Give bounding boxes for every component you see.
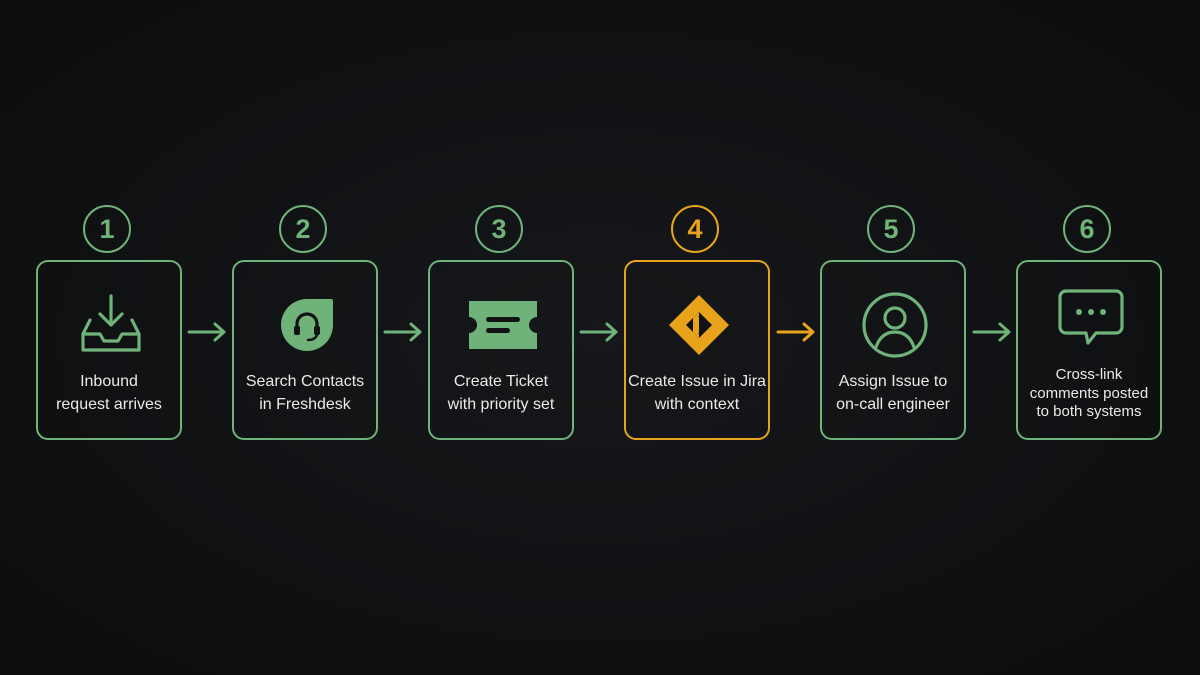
step-label: Inbound request arrives	[56, 373, 162, 413]
arrow-right-icon	[383, 322, 422, 342]
step-card: Assign Issue to on-call engineer	[820, 260, 966, 440]
step-number-badge: 1	[83, 205, 131, 253]
arrow-right-icon	[187, 322, 226, 342]
step-card: Search Contacts in Freshdesk	[232, 260, 378, 440]
jira-icon	[662, 288, 736, 362]
arrow-right-icon	[776, 322, 815, 342]
step-label: Create Ticket with priority set	[447, 373, 555, 413]
step-label: Create Issue in Jira with context	[628, 373, 766, 413]
step-number-badge: 3	[475, 205, 523, 253]
step-label: Assign Issue to on-call engineer	[836, 373, 950, 413]
step-card: Create Issue in Jira with context	[624, 260, 770, 440]
step-label: Search Contacts in Freshdesk	[245, 373, 365, 413]
arrow-right-icon	[579, 322, 618, 342]
inbox-download-icon	[74, 288, 148, 362]
user-icon	[858, 288, 932, 362]
step-number-badge: 6	[1063, 205, 1111, 253]
step-number-badge: 5	[867, 205, 915, 253]
ticket-icon	[466, 288, 540, 362]
step-card: Create Ticket with priority set	[428, 260, 574, 440]
freshdesk-headset-icon	[270, 288, 344, 362]
chat-bubble-icon	[1054, 282, 1128, 356]
step-card: Inbound request arrives	[36, 260, 182, 440]
step-card: Cross-link comments posted to both syste…	[1016, 260, 1162, 440]
step-number-badge: 4	[671, 205, 719, 253]
step-number-badge: 2	[279, 205, 327, 253]
arrow-right-icon	[972, 322, 1011, 342]
step-label: Cross-link comments posted to both syste…	[1029, 366, 1149, 420]
